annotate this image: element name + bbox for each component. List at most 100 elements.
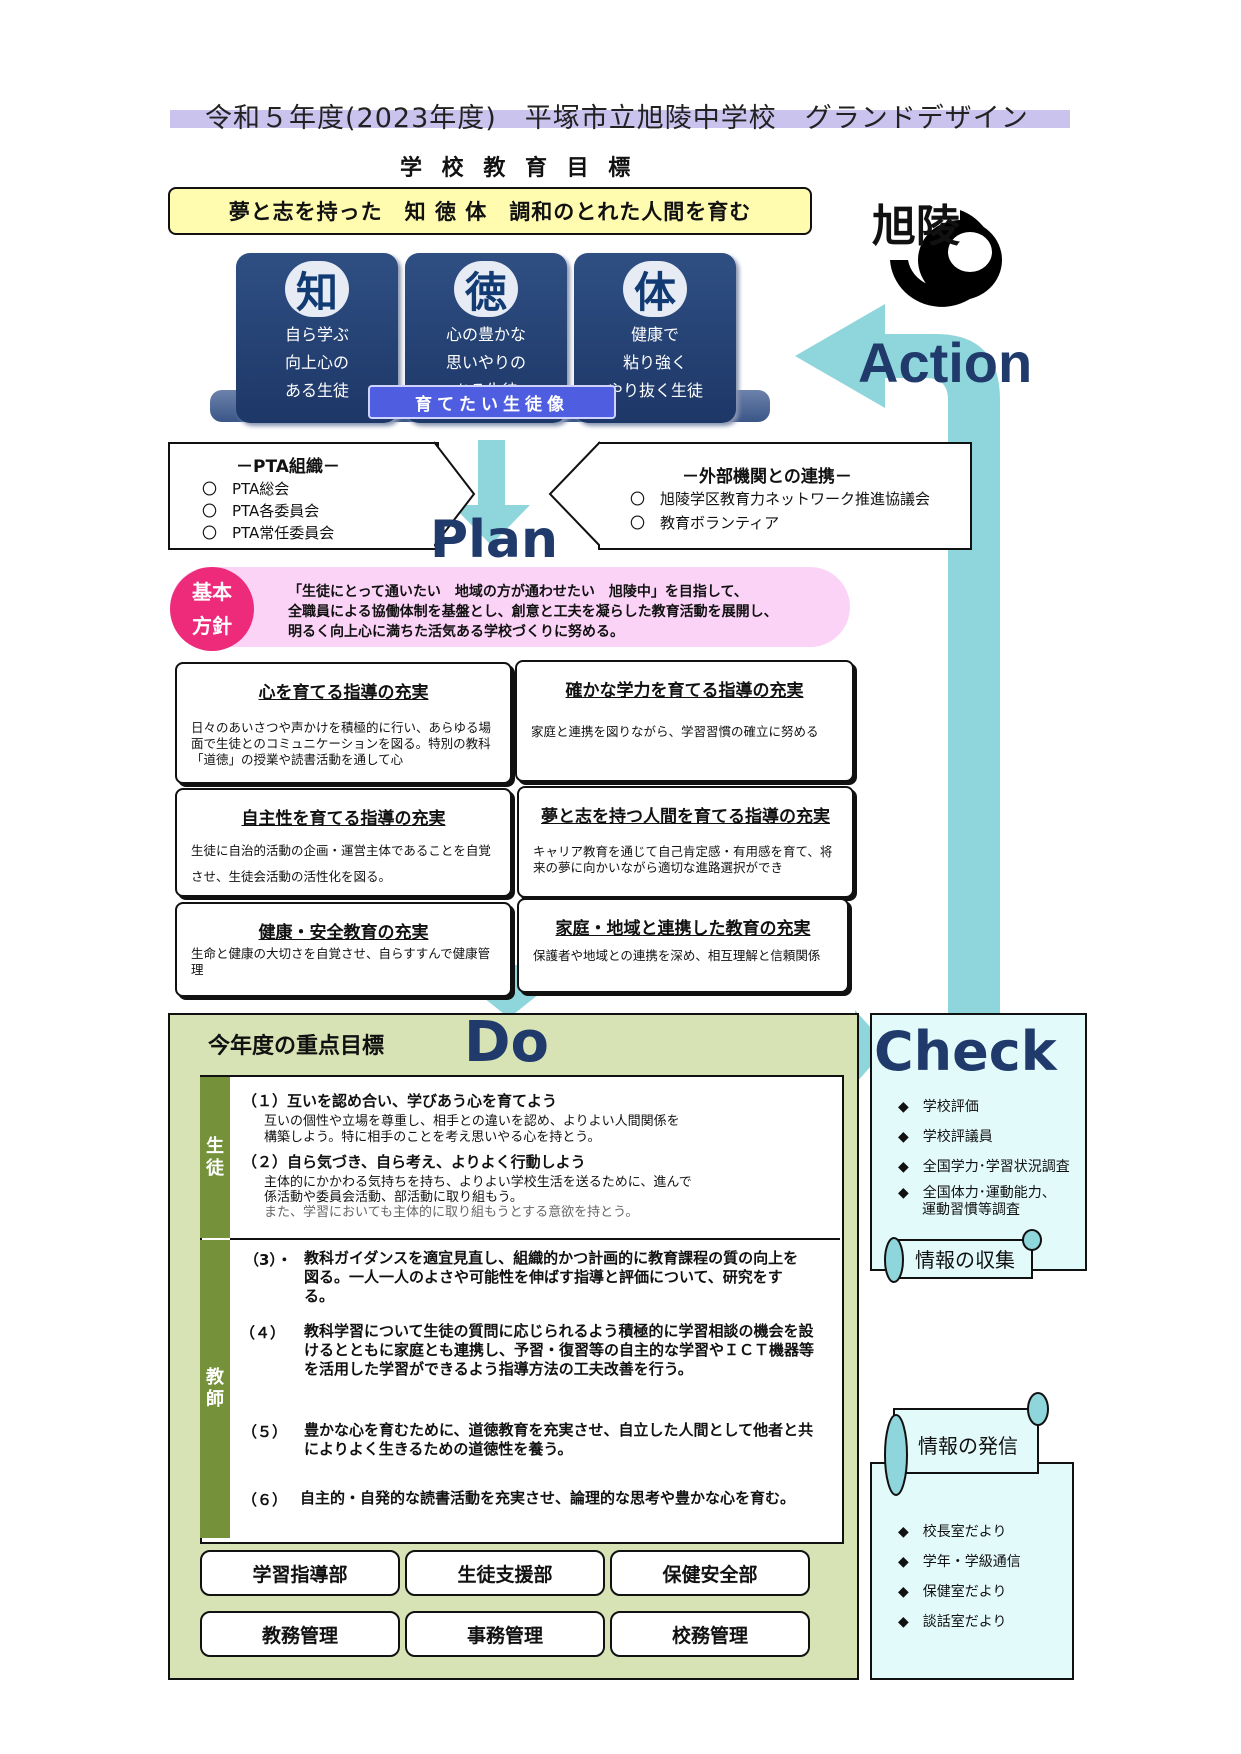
tile-kanji: 体	[623, 261, 687, 317]
guidance-body: 保護者や地域との連携を深め、相互理解と信頼関係	[533, 948, 821, 963]
pta-item: 〇 PTA各委員会	[202, 502, 320, 520]
policy-label: 方針	[192, 614, 232, 638]
dept-button[interactable]: 教務管理	[200, 1611, 400, 1657]
tile-line: 心の豊かな	[445, 325, 526, 344]
action-label: Action	[858, 331, 1033, 394]
policy-line: 明るく向上心に満ちた活気ある学校づくりに努める。	[288, 624, 624, 640]
tile-line: やり抜く生徒	[606, 381, 703, 400]
send-box: ◆ 校長室だより ◆ 学年・学級通信 ◆ 保健室だより ◆ 談話室だより	[870, 1462, 1074, 1680]
check-box: ◆ 学校評価 ◆ 学校評議員 ◆ 全国学力･学習状況調査 ◆ 全国体力･運動能力…	[870, 1013, 1087, 1271]
guidance-title: 家庭・地域と連携した教育の充実	[555, 919, 811, 939]
guidance-box-health: 健康・安全教育の充実 生命と健康の大切さを自覚させ、自らすすんで健康管理	[175, 902, 512, 997]
teacher-goal-6-text: 自主的・自発的な読書活動を充実させ、論理的な思考や豊かな心を育む。	[300, 1489, 796, 1507]
check-item: 運動習慣等調査	[922, 1202, 1020, 1218]
student-goal-1-title: （１）互いを認め合い、学びあう心を育てよう	[242, 1092, 558, 1110]
guidance-title: 夢と志を持つ人間を育てる指導の充実	[541, 807, 830, 827]
focus-heading: 今年度の重点目標	[208, 1034, 385, 1059]
student-label: 生徒	[206, 1135, 224, 1179]
pta-heading: －PTA組織－	[236, 457, 340, 477]
tile-kanji: 徳	[454, 261, 518, 317]
dept-button[interactable]: 学習指導部	[200, 1550, 400, 1596]
guidance-title: 自主性を育てる指導の充実	[241, 809, 446, 829]
teacher-goal-5-text: 豊かな心を育むために、道徳教育を充実させ、自立した人間として他者と共によりよく生…	[304, 1421, 814, 1458]
plan-arrow	[452, 440, 530, 545]
policy-line: 全職員による協働体制を基盤とし、創意と工夫を凝らした教育活動を展開し、	[288, 604, 778, 620]
send-scroll	[884, 1392, 1049, 1496]
send-item: ◆ 保健室だより	[898, 1584, 1007, 1600]
tile-line: 向上心の	[284, 353, 349, 372]
guidance-title: 心を育てる指導の充実	[258, 683, 429, 703]
tile-line: 粘り強く	[622, 353, 687, 372]
policy-band	[170, 567, 850, 647]
pta-box: －PTA組織－ 〇 PTA総会 〇 PTA各委員会 〇 PTA常任委員会	[168, 442, 439, 550]
check-label: Check	[874, 1020, 1057, 1083]
pta-item: 〇 PTA総会	[202, 480, 290, 498]
send-item: ◆ 談話室だより	[898, 1614, 1007, 1630]
guidance-box-dreams: 夢と志を持つ人間を育てる指導の充実 キャリア教育を通じて自己肯定感・有用感を育て…	[517, 786, 854, 898]
external-chevron	[548, 441, 600, 547]
teacher-goal-4-text: 教科学習について生徒の質問に応じられるよう積極的に学習相談の機会を設けるとともに…	[304, 1322, 815, 1378]
teacher-goal-5-num: （５）	[242, 1423, 288, 1441]
body-line: 係活動や委員会活動、部活動に取り組もう。	[264, 1190, 523, 1205]
dept-button[interactable]: 校務管理	[610, 1611, 810, 1657]
goal-heading: 学 校 教 育 目 標	[400, 156, 637, 181]
title-underlay	[170, 110, 1070, 128]
guidance-box-heart: 心を育てる指導の充実 日々のあいさつや声かけを積極的に行い、あらゆる場面で生徒と…	[175, 662, 512, 784]
logo-text: 旭陵	[872, 201, 960, 252]
external-item: 〇 旭陵学区教育力ネットワーク推進協議会	[630, 490, 931, 508]
pta-item: 〇 PTA常任委員会	[202, 524, 335, 542]
policy-badge: 基本 方針	[170, 567, 254, 651]
check-item: ◆ 全国学力･学習状況調査	[898, 1159, 1070, 1175]
teacher-goal-3-num: （3）・	[244, 1251, 292, 1269]
policy-line: 「生徒にとって通いたい 地域の方が通わせたい 旭陵中」を目指して、	[288, 584, 748, 600]
school-logo: 旭陵	[860, 190, 1042, 310]
tile-line: ある生徒	[284, 381, 349, 400]
external-box: －外部機関との連携－ 〇 旭陵学区教育力ネットワーク推進協議会 〇 教育ボランテ…	[598, 442, 972, 550]
guidance-body: 生徒に自治的活動の企画・運営主体であることを自覚させ、生徒会活動の活性化を図る。	[191, 843, 491, 884]
dept-button[interactable]: 生徒支援部	[405, 1550, 605, 1596]
guidance-body: 日々のあいさつや声かけを積極的に行い、あらゆる場面で生徒とのコミュニケーションを…	[191, 720, 492, 767]
external-item: 〇 教育ボランティア	[630, 514, 780, 532]
teacher-goal-4-num: （４）	[240, 1324, 286, 1342]
check-item: ◆ 学校評価	[898, 1099, 979, 1115]
page-title: 令和５年度(2023年度) 平塚市立旭陵中学校 グランドデザイン	[205, 103, 1029, 134]
tile-kanji: 知	[285, 261, 349, 317]
body-line: 構築しよう。特に相手のことを考え思いやる心を持とう。	[264, 1130, 601, 1145]
goal-box: 夢と志を持った 知 徳 体 調和のとれた人間を育む	[168, 187, 812, 235]
body-line: また、学習においても主体的に取り組もうとする意欲を持とう。	[264, 1205, 639, 1220]
guidance-body: 家庭と連携を図りながら、学習習慣の確立に努める	[531, 724, 819, 739]
goal-text: 夢と志を持った 知 徳 体 調和のとれた人間を育む	[228, 200, 752, 224]
tile-line: 健康で	[630, 325, 679, 344]
logo-emblem	[890, 210, 1002, 307]
guidance-box-academic: 確かな学力を育てる指導の充実 家庭と連携を図りながら、学習習慣の確立に努める	[515, 660, 854, 782]
tile-banner: 育てたい生徒像	[368, 385, 616, 419]
student-goal-2-body: 主体的にかかわる気持ちを持ち、よりよい学校生活を送るために、進んで 係活動や委員…	[264, 1175, 692, 1220]
check-item: ◆ 全国体力･運動能力、	[898, 1185, 1056, 1201]
policy-label: 基本	[192, 580, 232, 604]
teacher-goal-6-num: （６）	[242, 1491, 288, 1509]
body-line: 主体的にかかわる気持ちを持ち、よりよい学校生活を送るために、進んで	[264, 1175, 692, 1190]
guidance-title: 健康・安全教育の充実	[258, 923, 429, 943]
guidance-body: 生命と健康の大切さを自覚させ、自らすすんで健康管理	[191, 946, 491, 977]
plan-label: Plan	[430, 510, 559, 570]
pta-chevron	[434, 441, 476, 547]
dept-button[interactable]: 事務管理	[405, 1611, 605, 1657]
dept-button[interactable]: 保健安全部	[610, 1550, 810, 1596]
student-side-label: 生徒	[200, 1077, 230, 1238]
send-item: ◆ 校長室だより	[898, 1524, 1007, 1540]
collect-label: 情報の収集	[915, 1248, 1015, 1272]
do-label: Do	[464, 1010, 549, 1075]
external-heading: －外部機関との連携－	[682, 467, 852, 487]
teacher-side-label: 教師	[200, 1240, 230, 1538]
tile-line: 思いやりの	[445, 353, 526, 372]
tile-line: 自ら学ぶ	[284, 325, 349, 344]
tile-chi: 知 自ら学ぶ 向上心の ある生徒	[236, 253, 398, 423]
focus-inner-box	[200, 1075, 844, 1544]
teacher-goal-3-text: 教科ガイダンスを適宜見直し、組織的かつ計画的に教育課程の質の向上を図る。一人一人…	[304, 1249, 799, 1305]
guidance-box-community: 家庭・地域と連携した教育の充実 保護者や地域との連携を深め、相互理解と信頼関係	[517, 898, 849, 993]
guidance-box-autonomy: 自主性を育てる指導の充実 生徒に自治的活動の企画・運営主体であることを自覚させ、…	[175, 788, 512, 897]
send-item: ◆ 学年・学級通信	[898, 1554, 1021, 1570]
student-goal-2-title: （２）自ら気づき、自ら考え、よりよく行動しよう	[242, 1153, 586, 1171]
teacher-label: 教師	[206, 1367, 224, 1410]
send-label: 情報の発信	[918, 1434, 1018, 1458]
